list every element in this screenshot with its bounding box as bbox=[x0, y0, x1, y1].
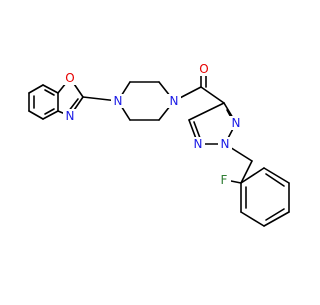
bond bbox=[28, 110, 44, 120]
bond bbox=[42, 84, 59, 94]
atom-labels: O N N N O N N N F bbox=[63, 62, 243, 187]
bond bbox=[240, 211, 265, 227]
bond bbox=[263, 167, 290, 184]
triazole-nitrogen-1-label: N bbox=[232, 116, 241, 130]
double-bond-inner bbox=[265, 173, 285, 187]
triazole-nitrogen-2-label: N bbox=[221, 137, 230, 151]
bond bbox=[200, 86, 225, 104]
bond bbox=[240, 160, 253, 184]
carbonyl-oxygen-label: O bbox=[199, 62, 208, 76]
double-bond-inner bbox=[265, 208, 285, 221]
bond bbox=[28, 84, 44, 94]
bond bbox=[42, 110, 59, 120]
double-bond-inner bbox=[44, 89, 55, 96]
piperazine-nitrogen-1-label: N bbox=[114, 94, 123, 108]
bond bbox=[240, 167, 265, 184]
molecule-structure-canvas: O N N N O N N N F bbox=[28, 62, 290, 227]
double-bond-inner bbox=[44, 108, 55, 115]
piperazine-nitrogen-4-label: N bbox=[170, 94, 179, 108]
double-bond-inner bbox=[193, 121, 201, 139]
bond bbox=[263, 211, 290, 227]
benzoxazole-oxygen-label: O bbox=[65, 71, 74, 85]
molecule-structure-diagram: O N N N O N N N F bbox=[28, 62, 290, 227]
benzoxazole-benzene-ring bbox=[28, 84, 59, 120]
fluorophenyl-ring bbox=[225, 160, 290, 227]
piperazine-ring bbox=[117, 81, 175, 121]
benzoxazole-nitrogen-label: N bbox=[66, 109, 75, 123]
bond bbox=[188, 102, 225, 121]
triazole-nitrogen-3-label: N bbox=[194, 137, 203, 151]
fluorine-label: F bbox=[221, 173, 228, 187]
